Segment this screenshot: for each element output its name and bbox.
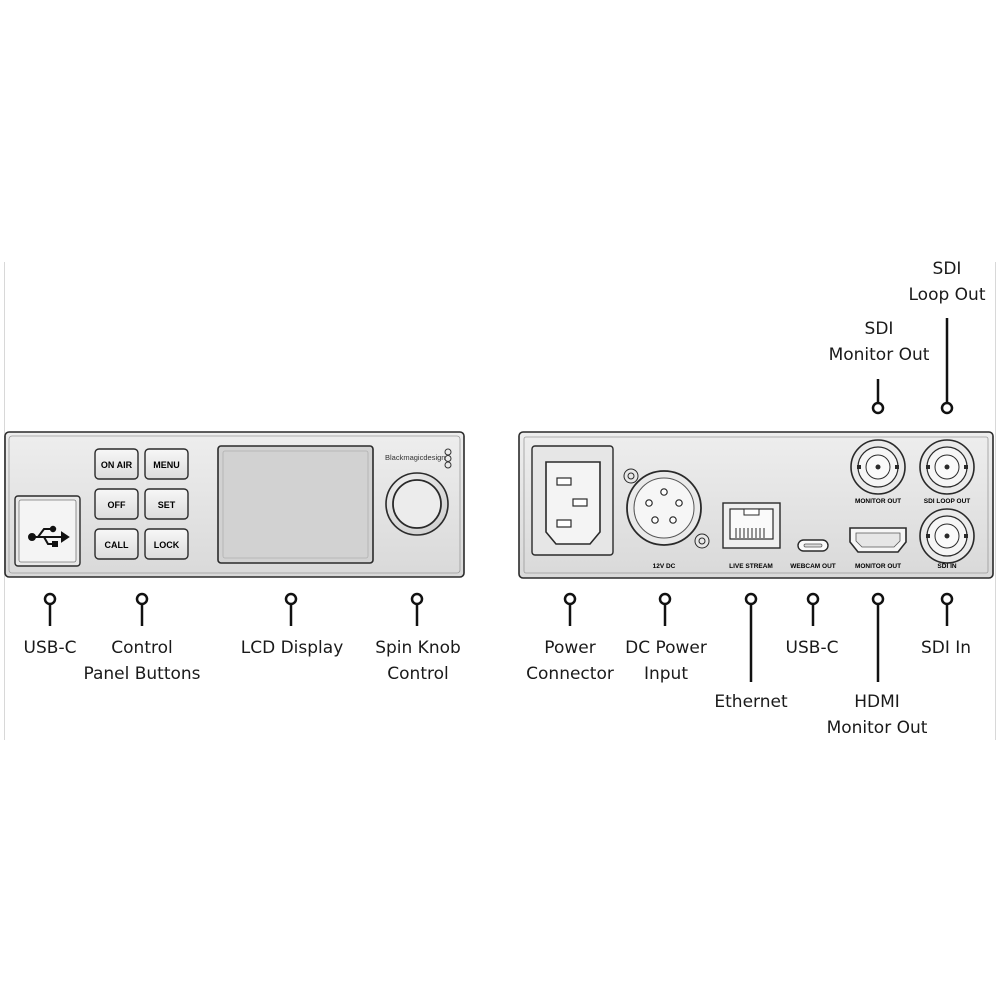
rear-panel: 12V DC LIVE STREAM WEBCAM OUT MONIT bbox=[518, 431, 994, 579]
callout-line: DC Power bbox=[625, 638, 707, 658]
button-call[interactable]: CALL bbox=[94, 528, 139, 560]
leader-power-connector bbox=[563, 592, 577, 626]
callout-line: Panel Buttons bbox=[83, 663, 201, 684]
callout-line: Power bbox=[544, 638, 596, 658]
callout-line: USB-C bbox=[785, 638, 839, 658]
button-off-label: OFF bbox=[108, 500, 126, 510]
callout-line: SDI bbox=[932, 259, 962, 279]
sdi-in-port-label: SDI IN bbox=[937, 563, 956, 570]
hdmi-port: MONITOR OUT bbox=[849, 527, 907, 570]
callout-sdi-loop-out: SDI Loop Out bbox=[909, 257, 986, 308]
callout-line: Input bbox=[643, 663, 689, 684]
button-on-air[interactable]: ON AIR bbox=[94, 448, 139, 480]
dc-port-label: 12V DC bbox=[653, 563, 676, 570]
leader-lcd bbox=[284, 592, 298, 626]
callout-control-panel-buttons: Control Panel Buttons bbox=[83, 636, 200, 687]
button-set-label: SET bbox=[158, 500, 176, 510]
callout-power-connector: Power Connector bbox=[526, 636, 614, 687]
leader-spin-knob bbox=[410, 592, 424, 626]
control-panel-buttons: ON AIR MENU OFF SET CALL LOCK bbox=[94, 448, 189, 560]
leader-sdi-in bbox=[940, 592, 954, 626]
sdi-loop-port-label: SDI LOOP OUT bbox=[924, 498, 970, 505]
callout-hdmi-monitor-out: HDMI Monitor Out bbox=[827, 690, 928, 741]
leader-dc-input bbox=[658, 592, 672, 626]
leader-hdmi bbox=[871, 592, 885, 682]
webcam-usb-c-port: WEBCAM OUT bbox=[790, 539, 836, 570]
button-set[interactable]: SET bbox=[144, 488, 189, 520]
leader-sdi-monitor bbox=[871, 379, 885, 415]
button-on-air-label: ON AIR bbox=[101, 460, 133, 470]
callout-dc-power-input: DC Power Input bbox=[625, 636, 707, 687]
ethernet-port-label: LIVE STREAM bbox=[729, 563, 773, 570]
callout-line: USB-C bbox=[23, 638, 77, 658]
sdi-in-port: SDI IN bbox=[919, 508, 975, 570]
callout-line: SDI In bbox=[920, 638, 972, 658]
leader-ethernet bbox=[744, 592, 758, 682]
dc-power-input: 12V DC bbox=[626, 470, 702, 570]
sdi-monitor-port-label: MONITOR OUT bbox=[855, 498, 901, 505]
screw-icon bbox=[623, 468, 710, 549]
sdi-loop-out-port: SDI LOOP OUT bbox=[919, 439, 975, 505]
sdi-monitor-out-port: MONITOR OUT bbox=[850, 439, 906, 505]
leader-control-buttons bbox=[135, 592, 149, 626]
callout-line: Control bbox=[111, 638, 173, 658]
callout-line: Connector bbox=[526, 663, 614, 684]
callout-lcd-display: LCD Display bbox=[241, 636, 344, 662]
button-call-label: CALL bbox=[105, 540, 129, 550]
callout-line: Monitor Out bbox=[826, 717, 928, 738]
lcd-display bbox=[217, 445, 374, 564]
spin-knob[interactable] bbox=[385, 472, 449, 536]
button-menu[interactable]: MENU bbox=[144, 448, 189, 480]
brand-logo-text: Blackmagicdesign bbox=[385, 453, 445, 462]
usb-icon bbox=[28, 525, 70, 547]
brand-logo-icon bbox=[444, 448, 452, 469]
callout-spin-knob: Spin Knob Control bbox=[375, 636, 461, 687]
webcam-port-label: WEBCAM OUT bbox=[790, 563, 836, 570]
front-panel: ON AIR MENU OFF SET CALL LOCK bbox=[4, 431, 465, 578]
callout-line: Spin Knob bbox=[375, 638, 461, 658]
leader-usb-c-rear bbox=[806, 592, 820, 626]
callout-line: Control bbox=[387, 663, 449, 684]
callout-ethernet: Ethernet bbox=[714, 690, 787, 716]
callout-line: HDMI bbox=[854, 692, 900, 712]
callout-usb-c-front: USB-C bbox=[24, 636, 77, 662]
button-lock-label: LOCK bbox=[154, 540, 180, 550]
callout-line: Loop Out bbox=[908, 284, 986, 305]
button-lock[interactable]: LOCK bbox=[144, 528, 189, 560]
callout-sdi-in: SDI In bbox=[921, 636, 971, 662]
callout-line: SDI bbox=[864, 319, 894, 339]
callout-usb-c-rear: USB-C bbox=[786, 636, 839, 662]
power-connector bbox=[531, 445, 614, 556]
button-off[interactable]: OFF bbox=[94, 488, 139, 520]
callout-line: Monitor Out bbox=[828, 344, 930, 365]
hdmi-port-label: MONITOR OUT bbox=[855, 563, 901, 570]
ethernet-port: LIVE STREAM bbox=[722, 502, 781, 570]
leader-sdi-loop bbox=[940, 318, 954, 415]
leader-lines bbox=[43, 318, 954, 682]
front-usb-port bbox=[14, 495, 81, 567]
callout-line: Ethernet bbox=[714, 692, 788, 712]
leader-usb-c-front bbox=[43, 592, 57, 626]
button-menu-label: MENU bbox=[153, 460, 180, 470]
callout-sdi-monitor-out: SDI Monitor Out bbox=[829, 317, 930, 368]
right-frame-line bbox=[995, 262, 996, 740]
callout-line: LCD Display bbox=[240, 638, 344, 658]
